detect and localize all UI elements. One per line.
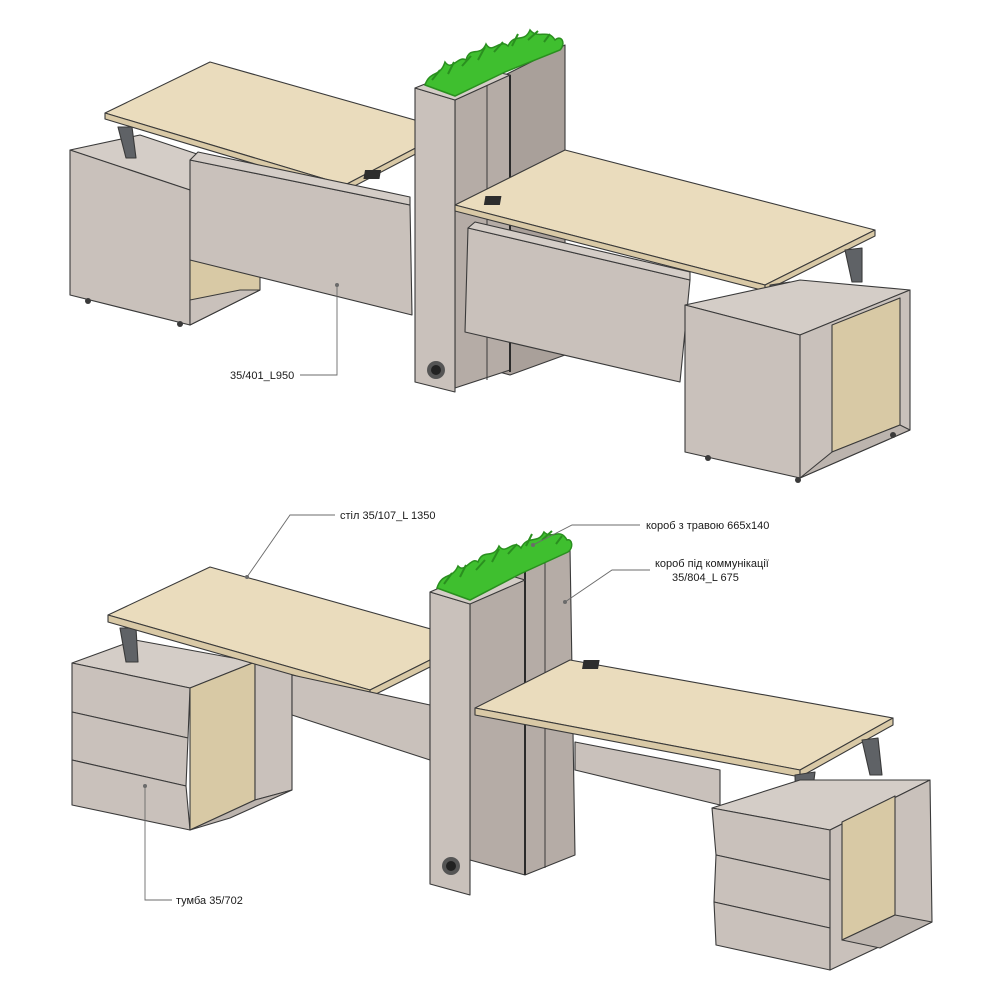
column-front bbox=[414, 87, 456, 393]
callout-leader bbox=[300, 285, 338, 376]
cable-grommet-icon bbox=[363, 170, 382, 179]
grass-box-label: короб з травою 665x140 bbox=[646, 520, 769, 532]
pedestal-inner-shelf bbox=[189, 789, 293, 831]
pedestal-wheel bbox=[705, 455, 711, 461]
cable-grommet-icon bbox=[582, 660, 600, 669]
desk-code-label: стіл 35/107_L 1350 bbox=[340, 510, 435, 522]
desk-leg bbox=[861, 737, 883, 776]
callout-leader bbox=[564, 569, 650, 603]
column-front bbox=[429, 591, 471, 896]
comm-box-callout: короб під коммунікації 35/804_L 675 bbox=[563, 558, 769, 604]
pedestal-front bbox=[684, 304, 801, 479]
desk-leg bbox=[844, 247, 863, 283]
artificial-grass-icon bbox=[436, 530, 573, 601]
pedestal-wheel bbox=[795, 477, 801, 483]
bottom-assembly: стіл 35/107_L 1350 короб з травою 665x14… bbox=[71, 510, 933, 971]
grass-box-callout: короб з травою 665x140 bbox=[531, 520, 769, 547]
pedestal-inner-shelf bbox=[189, 289, 261, 326]
cable-grommet-icon bbox=[483, 196, 502, 205]
grass-texture bbox=[431, 30, 551, 81]
pedestal-wheel bbox=[177, 321, 183, 327]
top-grass-box bbox=[424, 28, 564, 97]
bottom-right-desk bbox=[474, 659, 894, 813]
pedestal-label: тумба 35/702 bbox=[176, 895, 243, 907]
pedestal-open-frame bbox=[254, 655, 293, 801]
pedestal-wheel bbox=[85, 298, 91, 304]
callout-leader bbox=[532, 524, 640, 546]
cable-outlet-inner bbox=[446, 861, 456, 871]
top-right-desk bbox=[454, 149, 876, 321]
top-right-pedestal bbox=[684, 279, 911, 483]
modesty-screen-right-edge bbox=[467, 221, 691, 281]
screen-code-label: 35/401_L950 bbox=[230, 370, 294, 382]
bottom-grass-box bbox=[436, 530, 573, 601]
top-assembly: 35/401_L950 bbox=[69, 28, 911, 483]
grass-texture bbox=[443, 530, 563, 585]
screen-callout: 35/401_L950 bbox=[230, 283, 339, 382]
comm-box-label-line2: 35/804_L 675 bbox=[672, 572, 739, 584]
pedestal-wheel bbox=[890, 432, 896, 438]
callout-leader bbox=[144, 786, 172, 901]
bottom-right-pedestal bbox=[711, 779, 933, 971]
pedestal-callout: тумба 35/702 bbox=[143, 784, 243, 907]
cable-outlet-inner bbox=[431, 365, 441, 375]
desk-leg bbox=[117, 126, 137, 159]
modesty-screen-left-edge bbox=[189, 151, 411, 206]
callout-leader bbox=[246, 514, 335, 578]
pedestal-inner-shelf bbox=[799, 424, 911, 479]
pedestal-inner-shelf bbox=[841, 914, 933, 949]
bottom-left-pedestal bbox=[71, 639, 293, 831]
desk-callout: стіл 35/107_L 1350 bbox=[245, 510, 435, 579]
comm-box-label-line1: короб під коммунікації bbox=[655, 558, 769, 570]
